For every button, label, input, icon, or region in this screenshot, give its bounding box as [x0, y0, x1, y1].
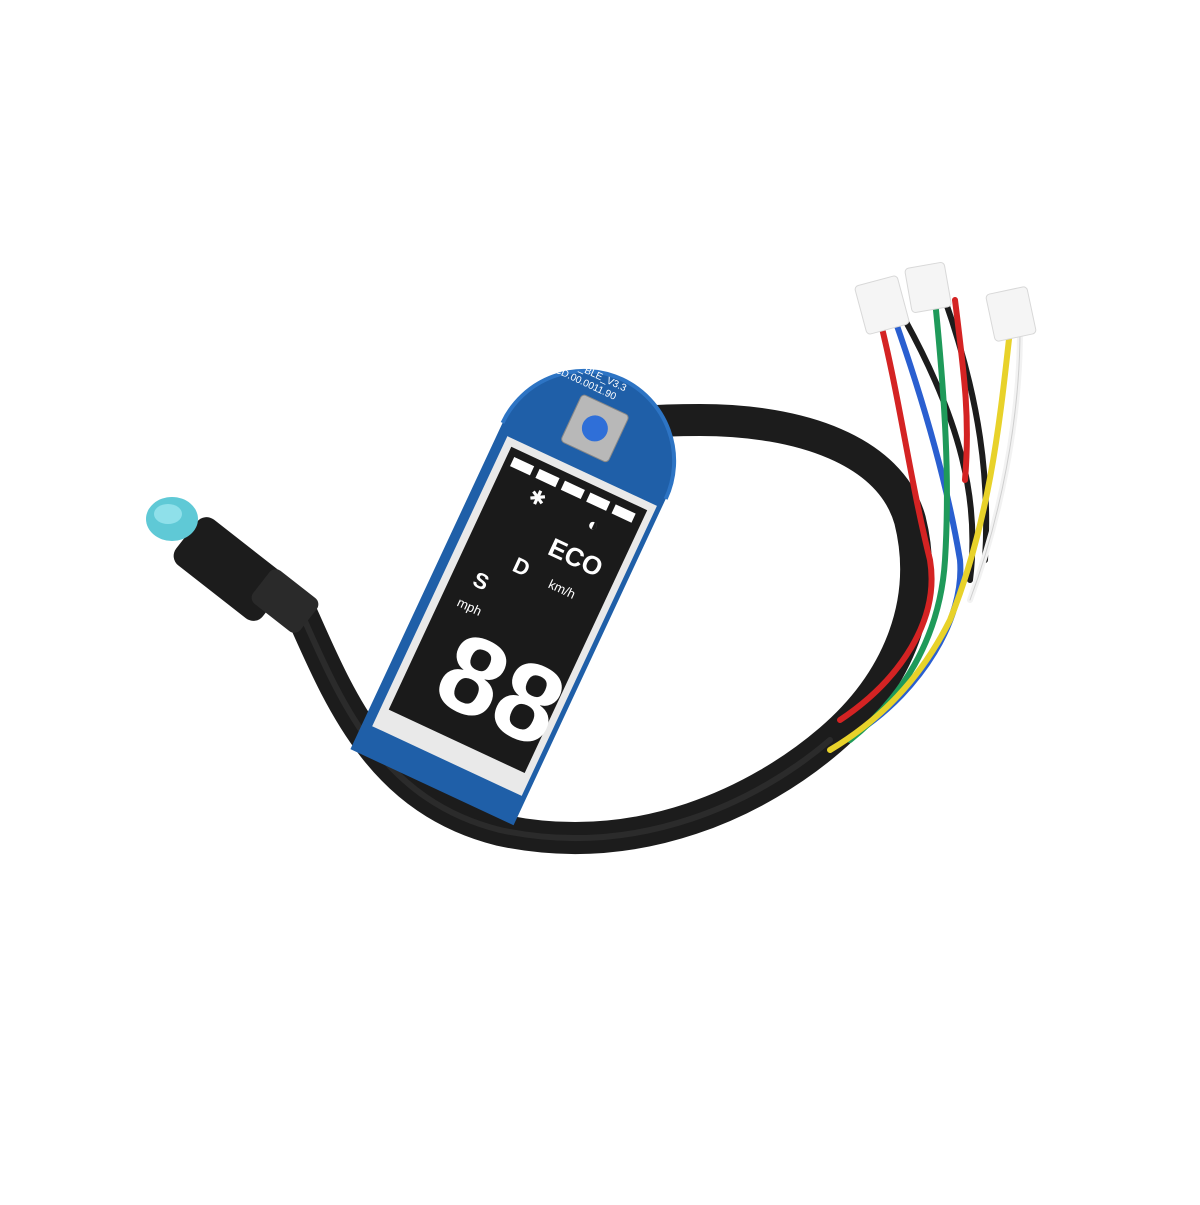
jst-connectors: [854, 261, 1037, 342]
battery-bars: [510, 457, 636, 523]
round-connector: [146, 497, 319, 633]
pcb-board: SCO_BLE_V3.3 CD.00.0011.90 ECO D S km/h …: [350, 354, 677, 826]
lcd-display: [388, 446, 648, 774]
wire-harness: [827, 297, 1023, 753]
